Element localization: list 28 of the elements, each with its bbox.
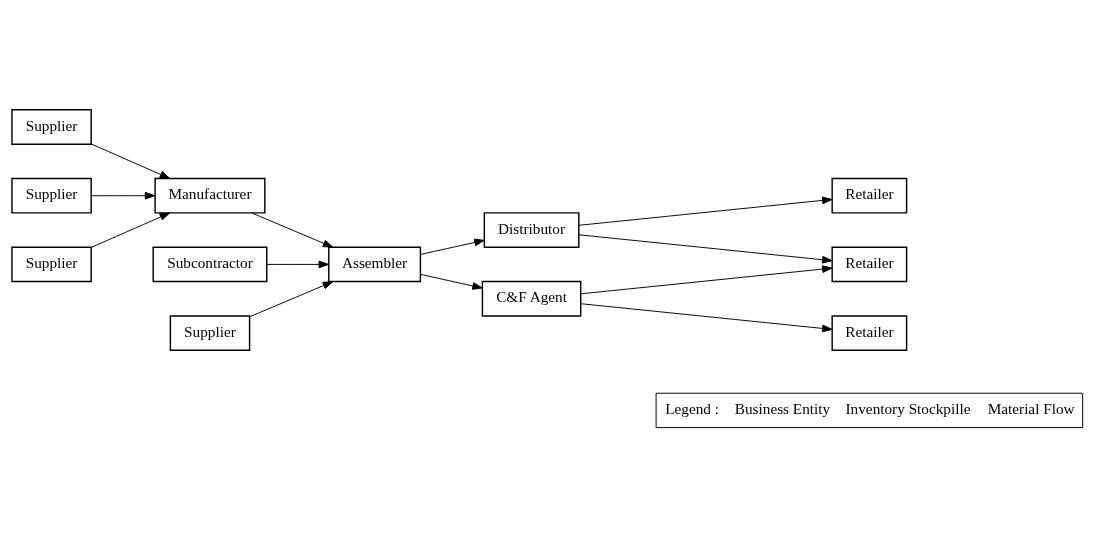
node-box: Supplier xyxy=(11,109,92,145)
arrow xyxy=(419,273,483,290)
arrow xyxy=(90,212,171,248)
node-box: Supplier xyxy=(11,177,92,214)
node-box: Supplier xyxy=(169,315,251,351)
arrow xyxy=(578,234,833,264)
node-box: Supplier xyxy=(11,246,92,283)
arrow xyxy=(580,265,833,295)
arrow xyxy=(249,281,334,318)
arrow xyxy=(419,238,485,255)
node-box: Retailer xyxy=(831,246,908,283)
legend-label: Inventory Stockpille xyxy=(845,400,971,418)
node-box: Assembler xyxy=(328,246,422,283)
label: Legend : xyxy=(665,400,719,418)
node-box: Distributor xyxy=(483,212,580,248)
arrow xyxy=(266,260,330,269)
node-box: C&F Agent xyxy=(481,280,582,317)
arrow xyxy=(578,196,833,226)
node-box: Retailer xyxy=(831,177,908,214)
arrow xyxy=(251,212,334,248)
legend-label: Material Flow xyxy=(987,400,1075,418)
node-box: Retailer xyxy=(831,315,908,351)
node-box: Subcontractor xyxy=(152,246,268,283)
arrow xyxy=(90,143,171,179)
legend-label: Business Entity xyxy=(734,400,831,418)
node-box: Manufacturer xyxy=(154,177,266,214)
arrow xyxy=(580,303,833,333)
arrow xyxy=(90,191,156,200)
